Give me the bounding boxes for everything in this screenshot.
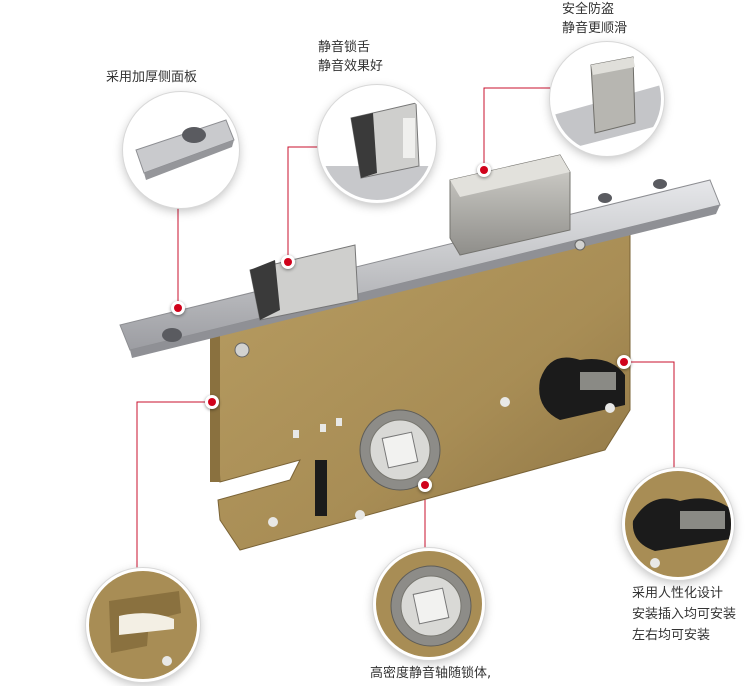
callout-security-line-2: 静音更顺滑 — [562, 21, 628, 36]
callout-cylinder: 采用人性化设计 安装插入均可安装 左右均可安装 — [632, 583, 736, 646]
marker-dot-side — [205, 395, 219, 409]
callout-panel: 采用加厚侧面板 — [106, 68, 197, 87]
detail-deadbolt-image — [550, 42, 664, 156]
connector-security — [483, 87, 560, 170]
detail-side-body-image — [86, 568, 200, 682]
connector-latch — [287, 146, 318, 262]
marker-dot-cylinder — [617, 355, 631, 369]
marker-dot-latch — [281, 255, 295, 269]
detail-cylinder-slot-image — [622, 468, 734, 580]
callout-latch-line-1: 静音锁舌 — [318, 40, 371, 55]
detail-latch-image — [318, 85, 436, 203]
callout-bearing-line-1: 高密度静音轴随锁体, — [370, 666, 492, 681]
detail-side-panel-image — [123, 92, 239, 208]
callout-panel-line-1: 采用加厚侧面板 — [106, 70, 198, 85]
connector-side — [136, 401, 212, 578]
callout-cylinder-line-3: 左右均可安装 — [632, 628, 711, 643]
callout-latch-line-2: 静音效果好 — [318, 59, 384, 74]
callout-cylinder-line-2: 安装插入均可安装 — [632, 607, 737, 622]
callout-security-line-1: 安全防盗 — [562, 2, 615, 17]
callout-latch: 静音锁舌 静音效果好 — [318, 38, 383, 76]
detail-bearing-image — [373, 548, 485, 660]
marker-dot-panel — [171, 301, 185, 315]
mortise-lock-image — [119, 154, 721, 551]
marker-dot-deadbolt — [477, 163, 491, 177]
callout-security: 安全防盗 静音更顺滑 — [562, 0, 627, 38]
marker-dot-bearing — [418, 478, 432, 492]
callout-cylinder-line-1: 采用人性化设计 — [632, 586, 724, 601]
connector-cylinder — [624, 361, 675, 470]
callout-bearing: 高密度静音轴随锁体, — [370, 664, 491, 683]
